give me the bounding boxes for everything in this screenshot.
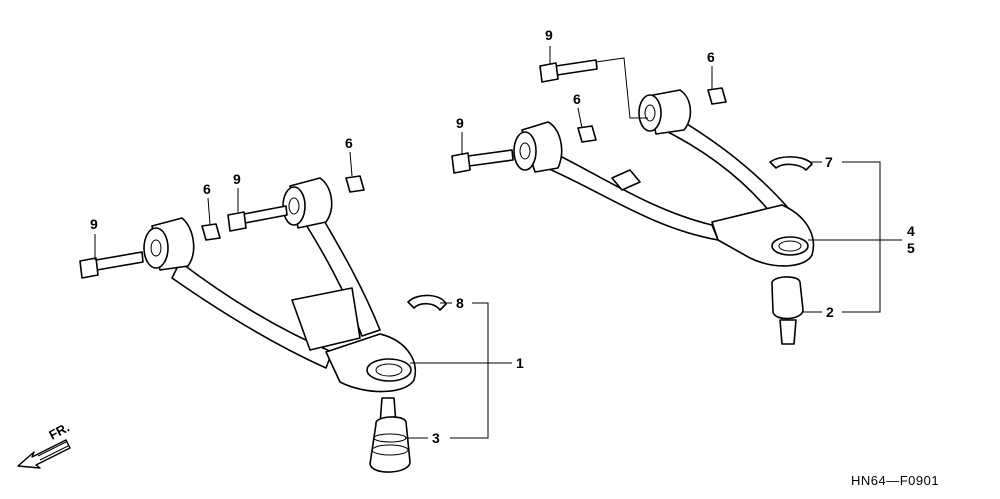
front-direction-label: FR. [46,420,72,443]
lower-ball-joint [369,416,411,473]
callout-6-left: 6 [203,181,211,197]
upper-front-bolt [467,149,514,167]
leader-6-mid [577,107,583,129]
callout-5: 5 [907,240,915,256]
upper-arm-assembly [451,59,815,345]
upper-circlip [769,156,813,171]
lower-rear-nut [345,175,365,193]
front-arrow-hatch-1 [37,441,67,457]
callout-6-left-top: 6 [345,135,353,151]
front-direction-indicator: FR. [17,420,72,469]
lower-front-bolt-head [79,257,99,279]
callout-9-left-mid: 9 [233,171,241,187]
lower-front-bushing-face [143,227,169,269]
lower-circlip [407,294,447,311]
upper-housing-bore [771,236,809,256]
upper-rear-bushing-bore [644,104,656,122]
upper-arm-front-tube [539,149,719,241]
lower-arm-assembly [79,175,447,473]
lower-rear-bushing-bore [288,197,300,215]
leader-6-left [207,197,211,225]
upper-ball-joint-stud [779,319,797,345]
lower-front-bushing-bore [150,239,162,257]
front-arrow-hatch-2 [39,445,69,461]
lower-rear-bolt [243,205,288,224]
lower-arm-rear-tube [299,204,381,337]
upper-front-bolt-head [451,152,471,174]
callout-4: 4 [907,223,915,239]
callout-3: 3 [432,430,440,446]
leader-bracket-right [842,161,881,313]
callout-2: 2 [826,304,834,320]
lower-ball-joint-boot-rib [371,444,409,456]
lower-front-bolt [95,251,144,271]
callout-7: 7 [825,154,833,170]
upper-rear-bolt [555,59,598,76]
callout-6-top: 6 [707,49,715,65]
upper-front-nut [577,125,597,143]
upper-arm-bracket [611,169,641,191]
callout-8: 8 [456,295,464,311]
leader-6-left-top [349,151,353,177]
upper-rear-bolt-head [539,62,559,83]
drawing-code: HN64—F0901 [851,473,939,488]
lower-arm-front-tube [171,261,333,369]
callout-9-top: 9 [545,27,553,43]
upper-rear-bushing-face [638,94,662,132]
lower-housing-bore-inner [375,363,403,377]
lower-housing-bore [366,358,412,382]
lower-rear-bolt-head [227,211,247,232]
leader-bracket-left [450,302,489,439]
callout-1: 1 [516,355,524,371]
callout-9-mid: 9 [456,115,464,131]
callout-6-mid: 6 [573,91,581,107]
leader-lines [94,46,902,439]
upper-rear-nut [707,87,727,105]
callouts: 9 6 6 9 7 4 5 2 9 9 6 6 8 1 3 [90,27,915,446]
upper-ball-joint [771,276,804,320]
upper-front-bushing-bore [519,142,531,160]
leader-9-top-right [595,57,648,119]
upper-front-bushing-face [513,131,537,171]
callout-9-left: 9 [90,216,98,232]
upper-ball-joint-housing [711,204,815,267]
lower-front-nut [201,223,221,241]
lower-arm-gusset [291,287,361,351]
upper-housing-bore-inner [778,240,802,252]
